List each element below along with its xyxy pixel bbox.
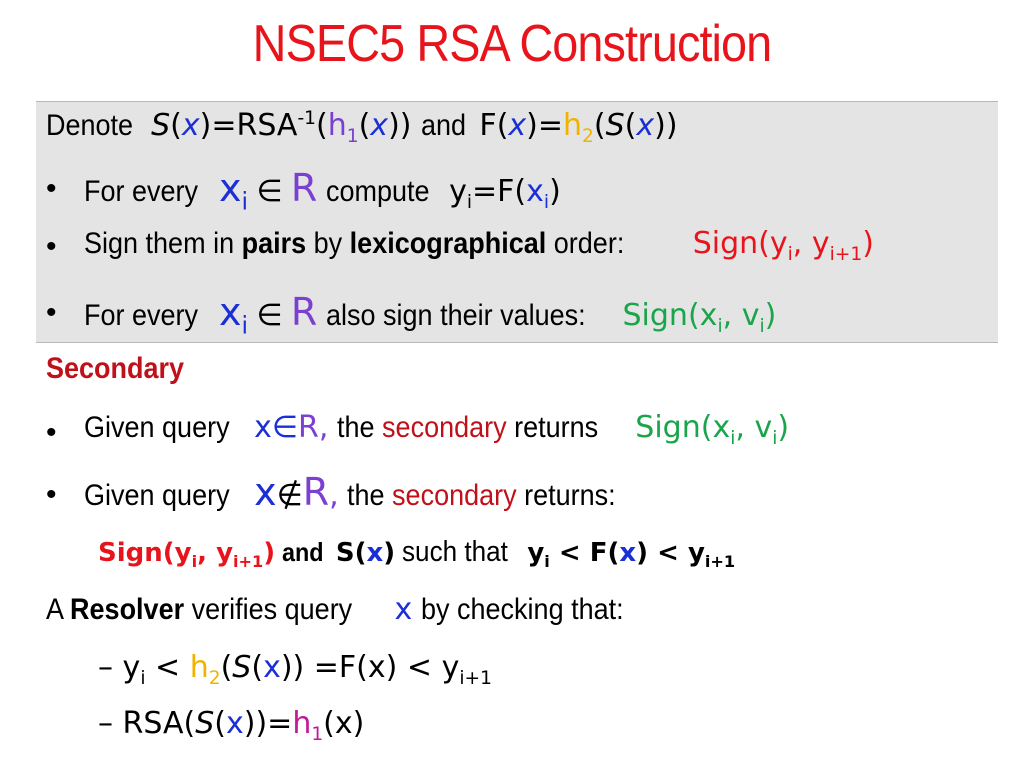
denote-word: Denote xyxy=(46,109,134,142)
set-r-symbol: R xyxy=(290,290,318,334)
bullet-sign-values: For every xi ∈ R also sign their values:… xyxy=(84,290,776,340)
sign-them-text: Sign them in xyxy=(84,227,235,260)
returns-colon-text: returns: xyxy=(524,479,616,512)
yi-equals-f-xi: yi=F(xi) xyxy=(449,174,561,213)
resolver-check-1: – yi < h2(S(x)) =F(x) < yi+1 xyxy=(98,650,492,689)
and-word: and xyxy=(282,537,325,567)
for-every-text: For every xyxy=(84,175,199,208)
x-symbol: x xyxy=(636,108,655,143)
xi-symbol: xi xyxy=(219,290,249,340)
definition-box xyxy=(36,101,998,343)
page-title: NSEC5 RSA Construction xyxy=(252,15,773,73)
order-text: order: xyxy=(553,227,625,260)
resolver-word: Resolver xyxy=(70,593,185,626)
s-symbol: S xyxy=(151,108,171,143)
and-word: and xyxy=(421,109,467,142)
secondary-word: secondary xyxy=(381,411,507,444)
bullet-icon: • xyxy=(46,230,57,263)
bullet-for-every-compute: For every xi ∈ R compute yi=F(xi) xyxy=(84,166,561,216)
bullet-icon: • xyxy=(46,478,57,511)
by-text: by xyxy=(313,227,343,260)
verifies-query-text: verifies query xyxy=(191,593,353,626)
given-query-text: Given query xyxy=(84,479,230,512)
compute-text: compute xyxy=(325,175,430,208)
bullet-icon: • xyxy=(46,172,57,205)
set-r-symbol: R xyxy=(290,166,318,210)
sign-yi-yi1-formula: Sign(yi, yi+1) xyxy=(692,226,874,265)
bullet-icon: • xyxy=(46,416,57,449)
resolver-line: A Resolver verifies query x by checking … xyxy=(46,592,646,627)
sign-xi-vi-formula: Sign(xi, vi) xyxy=(635,410,790,449)
also-sign-text: also sign their values: xyxy=(325,299,586,332)
element-of-symbol: ∈ xyxy=(256,174,283,209)
x-symbol: x xyxy=(370,108,389,143)
for-every-text: For every xyxy=(84,299,199,332)
h-symbol: h xyxy=(563,108,583,143)
yi-lt-fx-lt-yi1-formula: yi < F(x) < yi+1 xyxy=(527,538,736,572)
such-that-text: such that xyxy=(402,536,509,568)
s-symbol: S xyxy=(605,108,625,143)
x-not-in-r-symbol: x∉R, xyxy=(254,470,339,514)
secondary-return-formula: Sign(yi, yi+1) and S(x) such that yi < F… xyxy=(98,536,735,571)
rsa-text: =RSA xyxy=(211,108,298,143)
x-symbol: x xyxy=(508,108,527,143)
secondary-bullet-not-in-r: Given query x∉R, the secondary returns: xyxy=(84,470,646,514)
h-symbol: h xyxy=(327,108,347,143)
sign-xi-vi-formula: Sign(xi, vi) xyxy=(622,298,777,337)
secondary-word: secondary xyxy=(392,479,517,512)
element-of-symbol: ∈ xyxy=(256,298,283,333)
sign-yi-yi1-formula: Sign(yi, yi+1) xyxy=(98,538,276,572)
secondary-heading: Secondary xyxy=(46,352,185,385)
bullet-sign-pairs: Sign them in pairs by lexicographical or… xyxy=(84,226,874,265)
resolver-check-2: – RSA(S(x))=h1(x) xyxy=(98,706,365,745)
pairs-text: pairs xyxy=(241,227,307,260)
denote-line: Denote S(x)=RSA-1(h1(x)) and F(x)=h2(S(x… xyxy=(46,108,678,147)
the-text: the xyxy=(347,479,385,512)
by-checking-text: by checking that: xyxy=(420,593,624,626)
x-symbol: x xyxy=(181,108,200,143)
dash-icon: – xyxy=(98,706,113,741)
s-of-x-formula: S(x) xyxy=(335,538,396,568)
given-query-text: Given query xyxy=(84,411,230,444)
xi-symbol: xi xyxy=(219,166,249,216)
bullet-icon: • xyxy=(46,296,57,329)
the-text: the xyxy=(336,411,375,444)
h-subscript-2: 2 xyxy=(582,126,594,147)
h-subscript-1: 1 xyxy=(346,126,359,147)
secondary-bullet-in-r: Given query x∈R, the secondary returns S… xyxy=(84,410,789,449)
dash-icon: – xyxy=(98,650,113,685)
x-in-r-symbol: x∈R, xyxy=(254,410,329,445)
x-symbol: x xyxy=(394,592,413,627)
f-symbol: F xyxy=(479,108,497,143)
rsa-inverse-exponent: -1 xyxy=(297,108,316,129)
returns-text: returns xyxy=(513,411,598,444)
a-text: A xyxy=(46,593,63,626)
lexicographical-text: lexicographical xyxy=(349,227,547,260)
